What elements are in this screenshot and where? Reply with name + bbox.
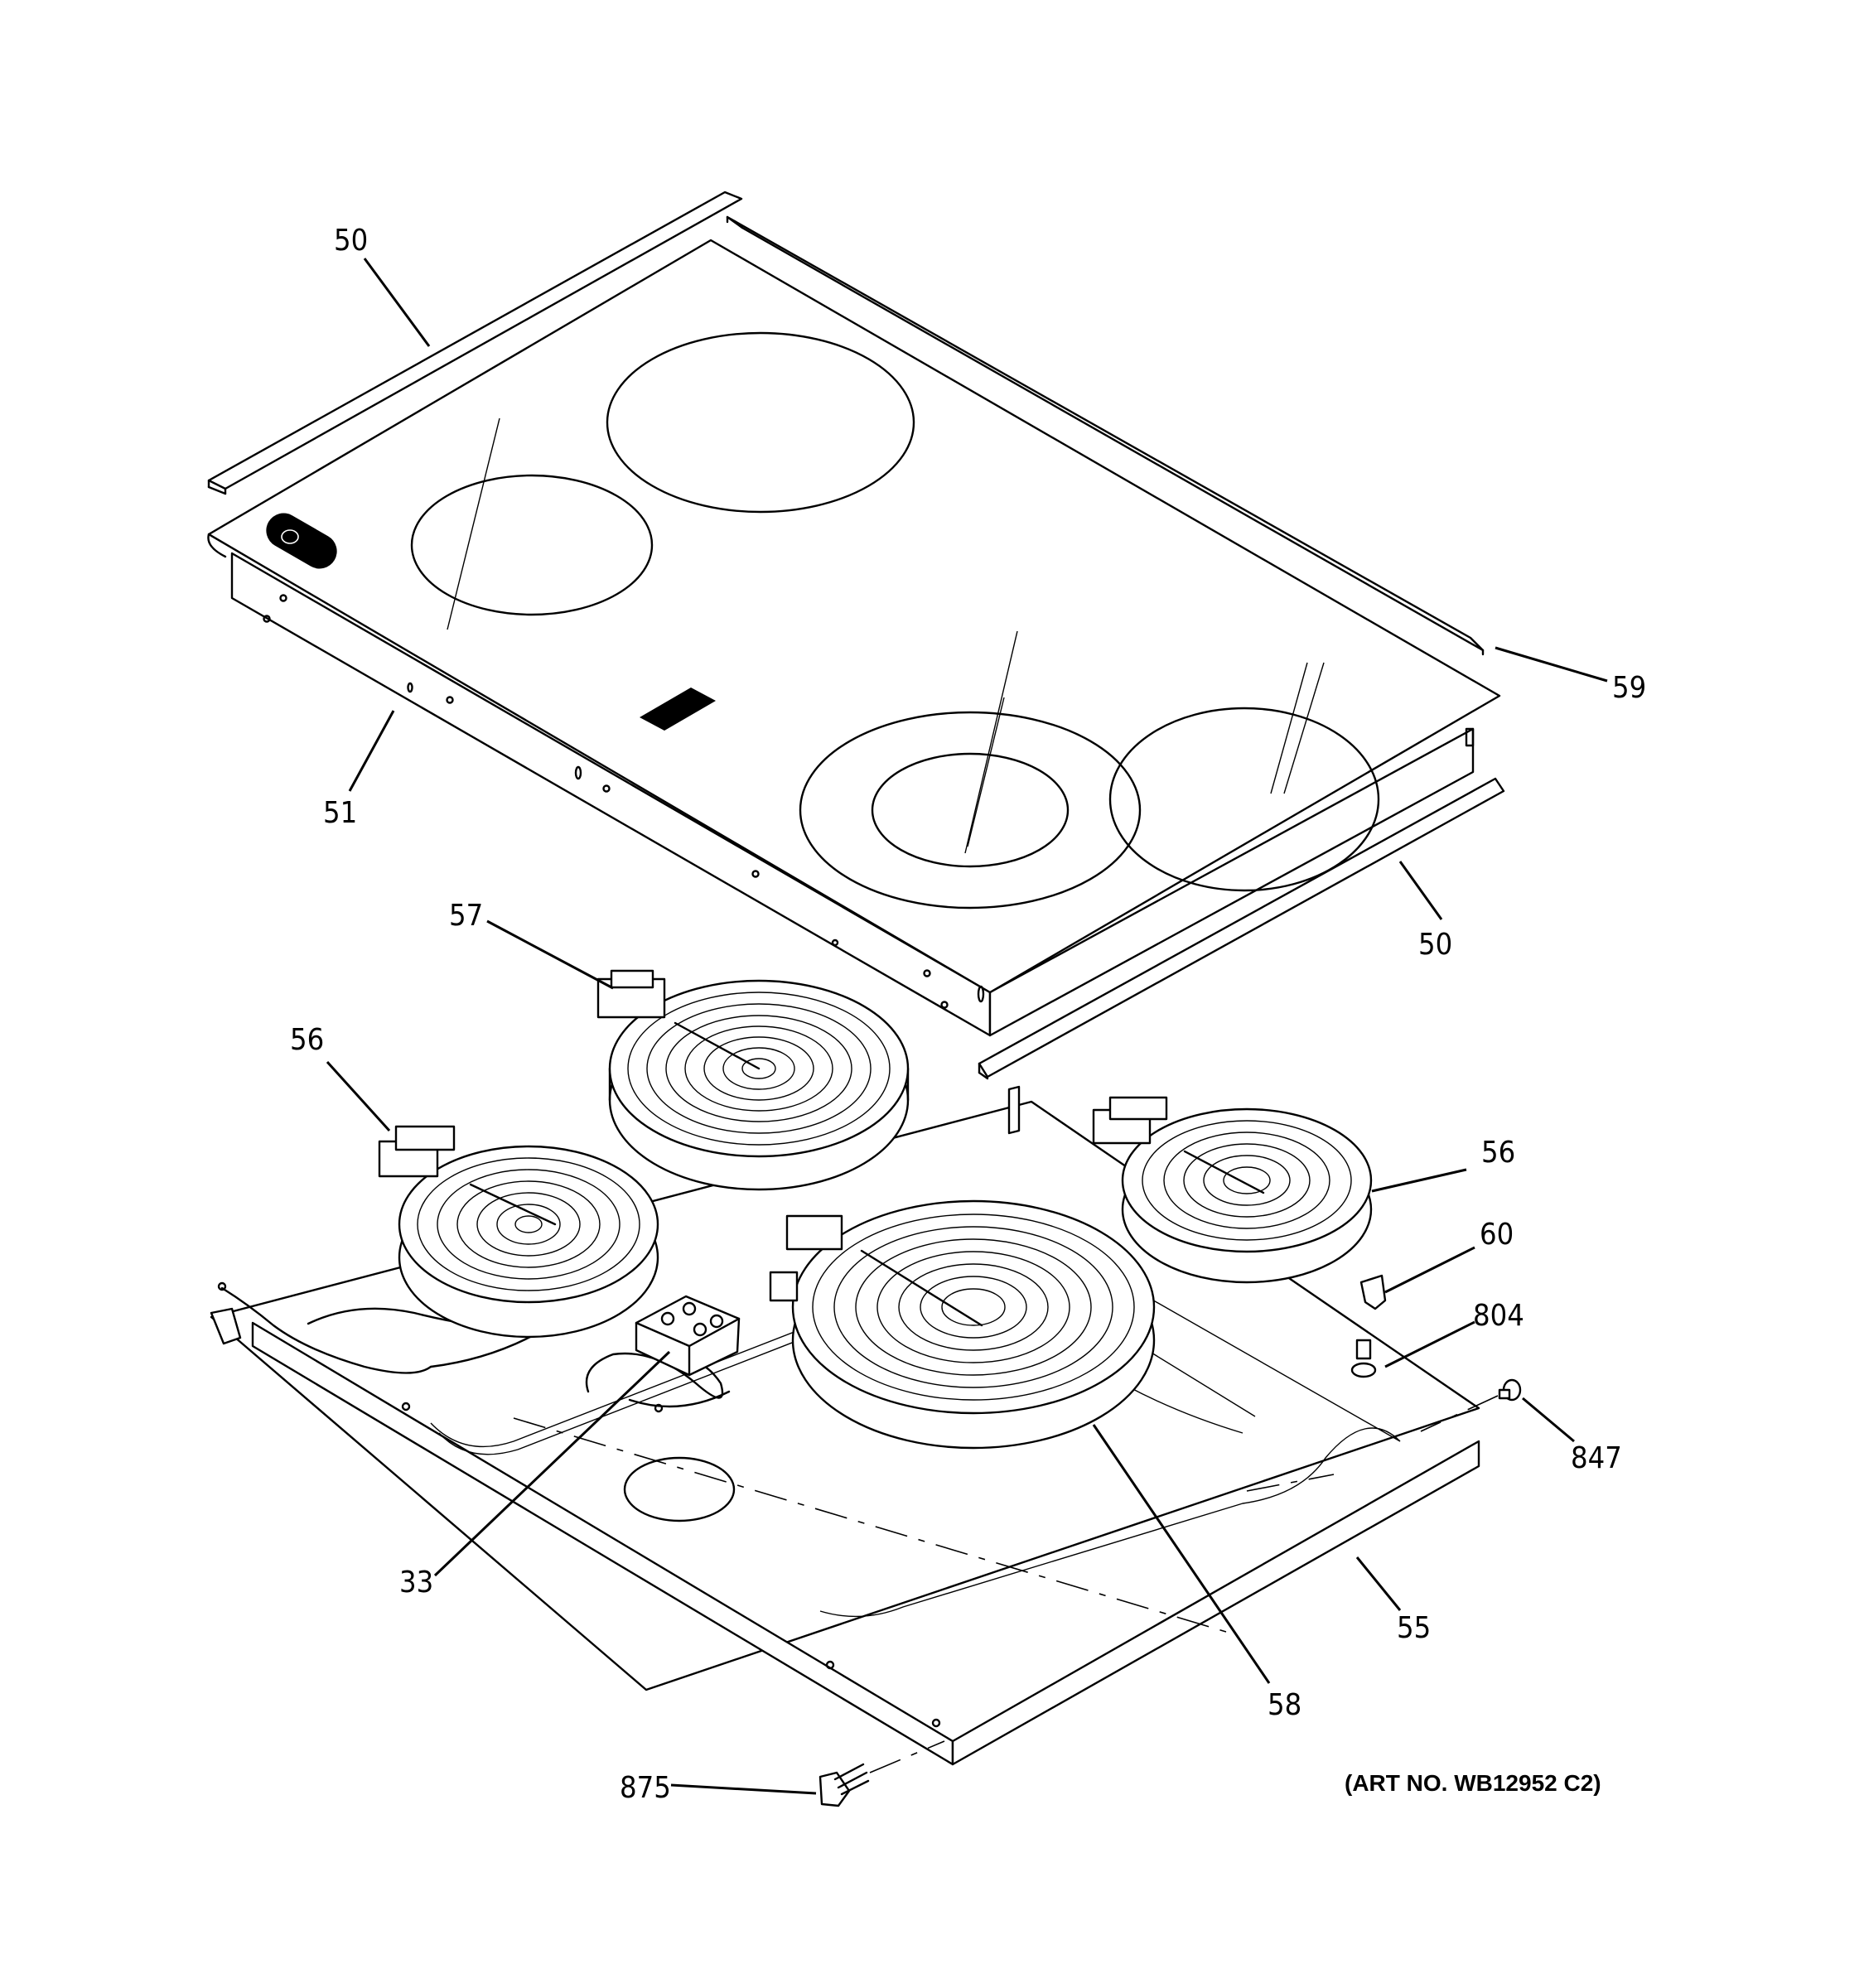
callout-57: 57 xyxy=(449,899,483,933)
callout-51: 51 xyxy=(323,796,357,830)
glass-cooktop xyxy=(207,239,1501,1037)
callout-804: 804 xyxy=(1473,1299,1524,1333)
callout-leaders xyxy=(326,258,1608,1795)
radiant-element-57 xyxy=(596,969,910,1191)
screw-804 xyxy=(1350,1339,1377,1378)
callout-33: 33 xyxy=(399,1566,433,1600)
callout-56-left: 56 xyxy=(290,1023,324,1057)
callout-875: 875 xyxy=(620,1771,671,1805)
callout-56-right: 56 xyxy=(1481,1136,1515,1170)
callout-58: 58 xyxy=(1268,1688,1301,1722)
art-number: (ART NO. WB12952 C2) xyxy=(1345,1770,1601,1796)
clip-60 xyxy=(1359,1274,1387,1310)
screw-875 xyxy=(819,1740,945,1807)
trim-strip-top-left xyxy=(207,191,743,495)
callout-55: 55 xyxy=(1397,1611,1431,1645)
callout-59: 59 xyxy=(1612,671,1646,705)
terminal-block xyxy=(635,1295,741,1377)
screw-847 xyxy=(1420,1378,1522,1432)
radiant-element-58 xyxy=(769,1199,1156,1450)
callout-50-right: 50 xyxy=(1418,928,1452,962)
callout-50-top: 50 xyxy=(334,224,368,258)
trim-strip-bottom-right xyxy=(978,777,1505,1080)
trim-strip-top-right xyxy=(726,215,1485,656)
callout-60: 60 xyxy=(1480,1218,1514,1252)
callout-847: 847 xyxy=(1571,1441,1622,1475)
radiant-element-56-left xyxy=(378,1125,659,1339)
radiant-element-56-right xyxy=(1092,1096,1373,1284)
